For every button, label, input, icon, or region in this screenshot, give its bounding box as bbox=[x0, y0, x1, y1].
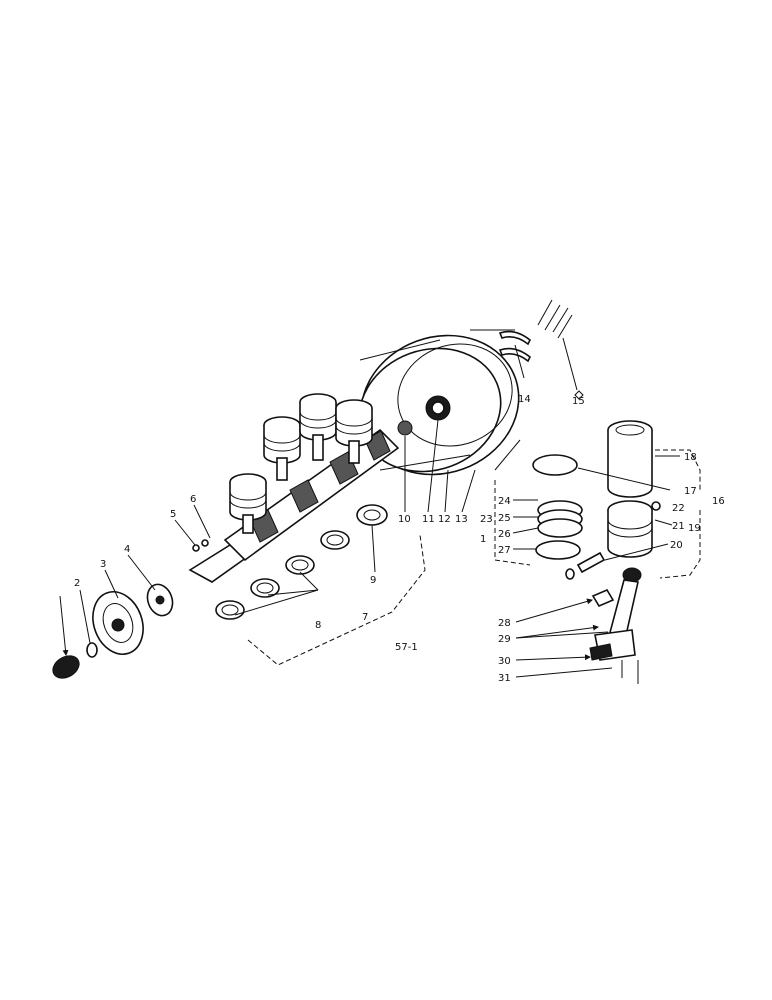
callout-19: 19 bbox=[688, 523, 701, 534]
callout-10: 10 bbox=[398, 514, 411, 525]
callout-4: 4 bbox=[124, 544, 130, 555]
callout-23: 23 bbox=[480, 514, 493, 525]
callout-22: 22 bbox=[672, 503, 685, 514]
callout-11: 11 bbox=[422, 514, 435, 525]
callout-9: 9 bbox=[370, 575, 376, 586]
crankshaft-pulley bbox=[92, 591, 144, 655]
cylinder-liner bbox=[607, 420, 653, 498]
timing-gear bbox=[146, 583, 174, 617]
callout-18: 18 bbox=[684, 452, 697, 463]
callout-6: 6 bbox=[190, 494, 196, 505]
callout-28: 28 bbox=[498, 618, 511, 629]
keys bbox=[192, 539, 209, 552]
callout-25: 25 bbox=[498, 513, 511, 524]
callout-26: 26 bbox=[498, 529, 511, 540]
callout-5: 5 bbox=[170, 509, 176, 520]
callout-14: 14 bbox=[518, 394, 531, 405]
callout-16: 16 bbox=[712, 496, 725, 507]
callout-21: 21 bbox=[672, 521, 685, 532]
lock-plates bbox=[498, 330, 532, 363]
callout-30: 30 bbox=[498, 656, 511, 667]
callout-13: 13 bbox=[455, 514, 468, 525]
thrust-bearing bbox=[356, 504, 388, 526]
piston-1 bbox=[229, 473, 267, 534]
piston-2 bbox=[263, 416, 301, 481]
flywheel-bolts bbox=[537, 299, 584, 400]
liner-seal bbox=[532, 454, 578, 476]
callout-7: 7 bbox=[362, 612, 368, 623]
callout-labels: 1 2 3 4 5 6 7 8 9 10 11 12 13 14 15 16 1… bbox=[74, 394, 725, 684]
callout-31: 31 bbox=[498, 673, 511, 684]
bracket-7 bbox=[247, 534, 426, 666]
callout-1: 1 bbox=[480, 534, 486, 545]
washer bbox=[86, 642, 98, 658]
bracket-23 bbox=[494, 480, 531, 566]
callout-20: 20 bbox=[670, 540, 683, 551]
piston-rings bbox=[535, 500, 583, 560]
callout-2: 2 bbox=[74, 578, 80, 589]
callout-24: 24 bbox=[498, 496, 511, 507]
main-bearings bbox=[215, 530, 350, 620]
figure-reference: 57-1 bbox=[395, 642, 418, 653]
piston-assembly bbox=[565, 500, 661, 580]
callout-29: 29 bbox=[498, 634, 511, 645]
callout-3: 3 bbox=[100, 559, 106, 570]
flywheel bbox=[358, 329, 521, 476]
callout-15: 15 bbox=[572, 396, 585, 407]
bracket-16 bbox=[655, 449, 701, 579]
callout-8: 8 bbox=[315, 620, 321, 631]
connecting-rod bbox=[589, 567, 642, 684]
callout-27: 27 bbox=[498, 545, 511, 556]
crank-nut bbox=[52, 655, 80, 679]
callout-17: 17 bbox=[684, 486, 697, 497]
leader-lines bbox=[59, 337, 680, 678]
piston-3 bbox=[299, 393, 337, 461]
piston-4 bbox=[335, 399, 373, 464]
callout-12: 12 bbox=[438, 514, 451, 525]
